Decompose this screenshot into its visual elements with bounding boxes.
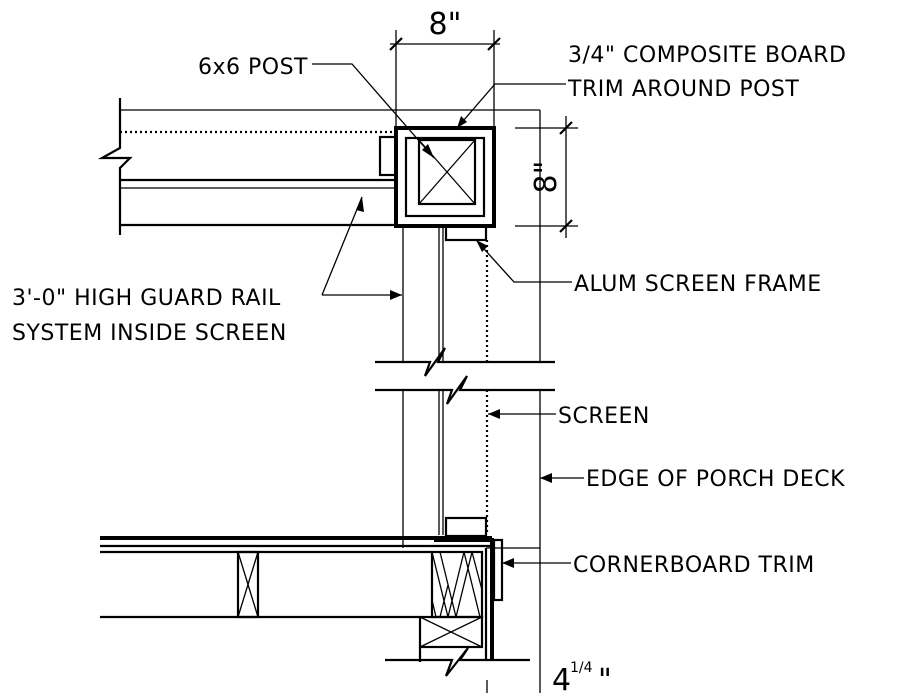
label-post: 6x6 POST (198, 55, 308, 80)
dim-bottom-whole: 4 (552, 663, 571, 693)
callout-post: 6x6 POST (198, 55, 435, 159)
callout-screen-frame: ALUM SCREEN FRAME (475, 239, 822, 297)
label-trim-line2: TRIM AROUND POST (567, 77, 799, 102)
dimension-bottom: 4 1/4 " (552, 660, 612, 698)
label-screen-frame: ALUM SCREEN FRAME (574, 272, 822, 297)
callout-porch-edge: EDGE OF PORCH DECK (540, 467, 845, 492)
deck-section (100, 516, 541, 693)
label-guard-line1: 3'-0" HIGH GUARD RAIL (12, 286, 281, 311)
label-cornerboard: CORNERBOARD TRIM (573, 553, 815, 578)
label-guard-line2: SYSTEM INSIDE SCREEN (12, 321, 287, 346)
dimension-post-height: 8" (515, 116, 578, 238)
dim-bottom-fraction: 1/4 (570, 660, 593, 676)
guard-rail-section (97, 98, 540, 235)
label-screen: SCREEN (558, 404, 650, 429)
rim-joist-hatch (431, 551, 483, 618)
label-porch-edge: EDGE OF PORCH DECK (586, 467, 845, 492)
dimension-post-width: 8" (389, 7, 501, 128)
dim-bottom-unit: " (598, 663, 612, 693)
callout-screen: SCREEN (488, 404, 650, 429)
callout-cornerboard: CORNERBOARD TRIM (502, 553, 815, 578)
label-trim-line1: 3/4" COMPOSITE BOARD (568, 43, 846, 68)
callout-trim: 3/4" COMPOSITE BOARD TRIM AROUND POST (456, 43, 846, 129)
post-assembly (378, 126, 496, 242)
dim-post-height-text: 8" (529, 161, 564, 194)
dim-post-width-text: 8" (429, 7, 462, 42)
screen-wall (375, 110, 555, 549)
callout-guard-rail: 3'-0" HIGH GUARD RAIL SYSTEM INSIDE SCRE… (12, 196, 402, 346)
